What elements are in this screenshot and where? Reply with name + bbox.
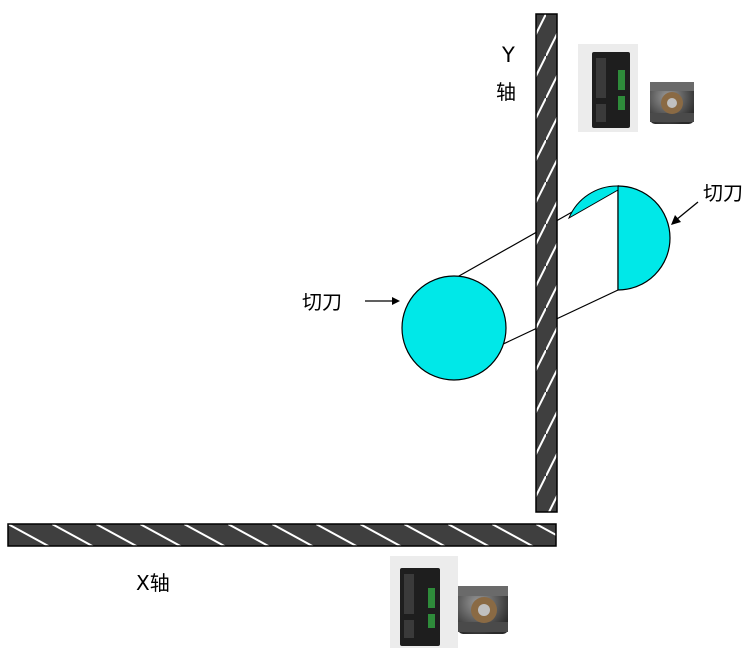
x-axis-rail <box>8 524 556 546</box>
x-stepper-motor-icon <box>390 556 508 648</box>
cutter-left-label: 切刀 <box>302 290 342 314</box>
cutter-right-label: 切刀 <box>703 181 743 205</box>
cutter-left-arrow <box>365 297 400 305</box>
y-axis-rail <box>536 14 557 512</box>
cutter-right-arrow <box>671 202 698 225</box>
y-axis-label-char: 轴 <box>496 80 516 104</box>
x-axis-label: X轴 <box>136 571 170 595</box>
cutter-front-disc <box>402 276 506 380</box>
y-axis-label: Y <box>501 43 515 67</box>
y-stepper-motor-icon <box>578 44 694 132</box>
